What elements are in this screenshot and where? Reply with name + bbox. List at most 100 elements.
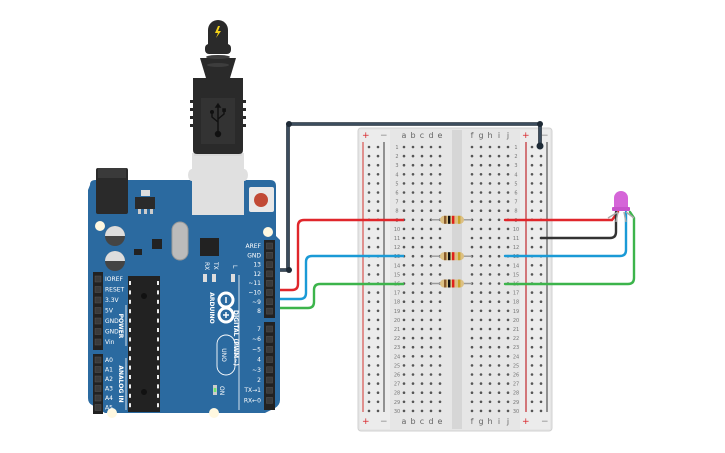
breadboard-hole[interactable]	[506, 318, 510, 322]
breadboard-hole[interactable]	[488, 154, 492, 158]
breadboard-hole[interactable]	[420, 291, 424, 294]
breadboard-hole[interactable]	[420, 400, 424, 404]
header-pin[interactable]	[266, 335, 273, 343]
rail-hole[interactable]	[376, 336, 380, 340]
breadboard-hole[interactable]	[497, 400, 501, 404]
wire-bend-point[interactable]	[286, 121, 292, 127]
breadboard-hole[interactable]	[411, 200, 415, 203]
breadboard-hole[interactable]	[429, 163, 433, 167]
breadboard-hole[interactable]	[497, 300, 501, 304]
rail-hole[interactable]	[367, 163, 371, 167]
header-pin[interactable]	[94, 275, 102, 283]
led-gnd-wire[interactable]	[539, 210, 618, 240]
breadboard-hole[interactable]	[470, 182, 474, 185]
breadboard-hole[interactable]	[497, 173, 501, 176]
red-wire[interactable]	[270, 218, 404, 292]
breadboard-hole[interactable]	[402, 355, 406, 358]
breadboard-hole[interactable]	[506, 264, 510, 267]
rail-hole[interactable]	[367, 309, 371, 313]
breadboard-hole[interactable]	[497, 200, 501, 203]
rail-hole[interactable]	[539, 163, 543, 167]
breadboard-hole[interactable]	[479, 318, 483, 322]
breadboard-hole[interactable]	[506, 336, 510, 340]
rail-hole[interactable]	[539, 264, 543, 267]
breadboard-hole[interactable]	[420, 191, 424, 194]
breadboard-hole[interactable]	[497, 309, 501, 313]
breadboard-hole[interactable]	[420, 254, 424, 258]
rail-hole[interactable]	[376, 209, 380, 212]
breadboard-hole[interactable]	[506, 154, 510, 158]
breadboard-hole[interactable]	[470, 145, 474, 149]
breadboard-hole[interactable]	[488, 236, 492, 240]
rail-hole[interactable]	[539, 364, 543, 367]
rail-hole[interactable]	[539, 400, 543, 404]
led-wires[interactable]	[503, 210, 636, 286]
breadboard-hole[interactable]	[479, 391, 483, 395]
rail-hole[interactable]	[367, 364, 371, 367]
breadboard-hole[interactable]	[420, 200, 424, 203]
rail-hole[interactable]	[530, 200, 534, 203]
rail-hole[interactable]	[367, 327, 371, 331]
breadboard-hole[interactable]	[411, 364, 415, 367]
breadboard-hole[interactable]	[402, 391, 406, 395]
analog-header[interactable]	[93, 354, 103, 414]
rail-hole[interactable]	[376, 300, 380, 304]
breadboard-hole[interactable]	[420, 209, 424, 212]
resistor[interactable]	[431, 252, 472, 261]
breadboard-hole[interactable]	[470, 154, 474, 158]
breadboard-hole[interactable]	[497, 355, 501, 358]
breadboard-hole[interactable]	[438, 182, 442, 185]
breadboard-hole[interactable]	[470, 191, 474, 194]
breadboard-hole[interactable]	[420, 236, 424, 240]
rail-hole[interactable]	[530, 400, 534, 404]
rail-hole[interactable]	[530, 264, 534, 267]
rail-hole[interactable]	[539, 191, 543, 194]
breadboard-hole[interactable]	[420, 245, 424, 249]
rail-hole[interactable]	[376, 264, 380, 267]
breadboard-hole[interactable]	[479, 309, 483, 313]
breadboard-hole[interactable]	[470, 209, 474, 212]
breadboard-hole[interactable]	[402, 209, 406, 212]
breadboard-hole[interactable]	[479, 373, 483, 376]
breadboard-hole[interactable]	[488, 227, 492, 231]
breadboard-hole[interactable]	[497, 345, 501, 349]
rail-hole[interactable]	[530, 154, 534, 158]
breadboard-hole[interactable]	[438, 345, 442, 349]
resistor[interactable]	[431, 279, 472, 288]
rail-hole[interactable]	[376, 409, 380, 413]
breadboard-hole[interactable]	[506, 327, 510, 331]
rail-hole[interactable]	[539, 382, 543, 385]
breadboard-hole[interactable]	[429, 173, 433, 176]
breadboard-hole[interactable]	[506, 300, 510, 304]
rail-hole[interactable]	[367, 264, 371, 267]
breadboard-hole[interactable]	[438, 264, 442, 267]
breadboard-hole[interactable]	[488, 291, 492, 294]
breadboard-hole[interactable]	[497, 364, 501, 367]
breadboard-hole[interactable]	[497, 382, 501, 385]
header-pin[interactable]	[266, 386, 273, 394]
breadboard-hole[interactable]	[429, 336, 433, 340]
breadboard-hole[interactable]	[479, 173, 483, 176]
breadboard-hole[interactable]	[402, 191, 406, 194]
rail-hole[interactable]	[376, 382, 380, 385]
breadboard-hole[interactable]	[411, 291, 415, 294]
rail-hole[interactable]	[530, 327, 534, 331]
rail-hole[interactable]	[530, 336, 534, 340]
rail-hole[interactable]	[530, 182, 534, 185]
dc-power-jack[interactable]	[96, 168, 128, 214]
breadboard-hole[interactable]	[479, 145, 483, 149]
breadboard-hole[interactable]	[488, 355, 492, 358]
breadboard-hole[interactable]	[506, 163, 510, 167]
rail-hole[interactable]	[376, 154, 380, 158]
breadboard-hole[interactable]	[420, 173, 424, 176]
rail-hole[interactable]	[376, 291, 380, 294]
header-pin[interactable]	[94, 394, 102, 402]
breadboard-hole[interactable]	[470, 382, 474, 385]
breadboard-hole[interactable]	[488, 273, 492, 276]
rail-hole[interactable]	[376, 163, 380, 167]
breadboard-hole[interactable]	[420, 327, 424, 331]
breadboard-hole[interactable]	[479, 154, 483, 158]
breadboard-hole[interactable]	[402, 364, 406, 367]
breadboard-hole[interactable]	[506, 182, 510, 185]
